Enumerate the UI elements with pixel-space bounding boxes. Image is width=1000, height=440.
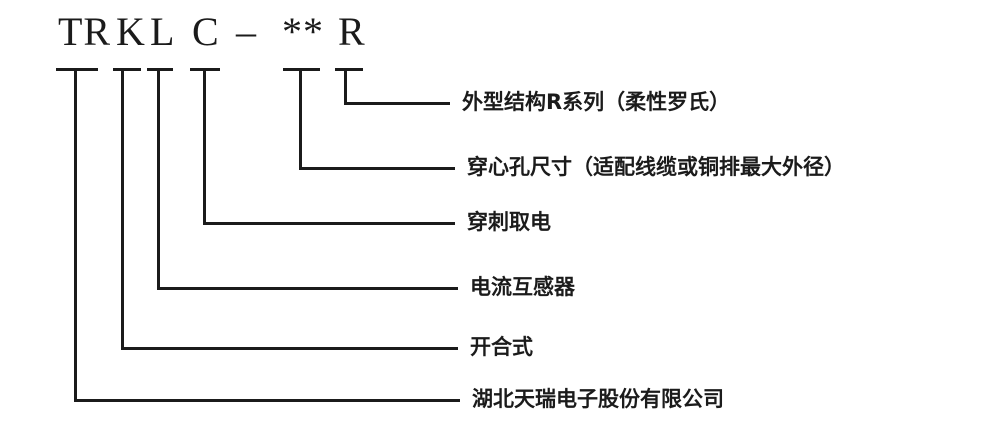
leader-l [157,287,458,290]
code-segment-c: C [192,9,220,54]
leader-r [344,102,450,105]
code-segment-stars: ** [282,9,324,54]
code-segment-dash: – [236,9,257,54]
label-ct: 电流互感器 [470,275,575,299]
vline-r [344,68,347,105]
leader-k [121,347,458,350]
code-segment-tr: TR [58,9,112,54]
leader-stars [299,167,455,170]
underline-k [113,68,141,71]
underline-l [147,68,173,71]
code-segment-l: L [150,9,176,54]
code-segment-k: K [116,9,146,54]
vline-k [121,68,124,350]
vline-stars [299,68,302,170]
leader-tr [74,399,460,402]
code-segment-r: R [338,9,366,54]
underline-tr [56,68,98,71]
label-company: 湖北天瑞电子股份有限公司 [472,387,724,411]
label-r-series: 外型结构R系列（柔性罗氏） [462,90,731,114]
label-hole-size: 穿心孔尺寸（适配线缆或铜排最大外径） [467,155,845,179]
underline-r [335,68,363,71]
vline-tr [74,68,77,402]
vline-l [157,68,160,290]
leader-c [203,222,455,225]
label-split-core: 开合式 [470,335,533,359]
vline-c [203,68,206,225]
label-piercing: 穿刺取电 [467,210,551,234]
